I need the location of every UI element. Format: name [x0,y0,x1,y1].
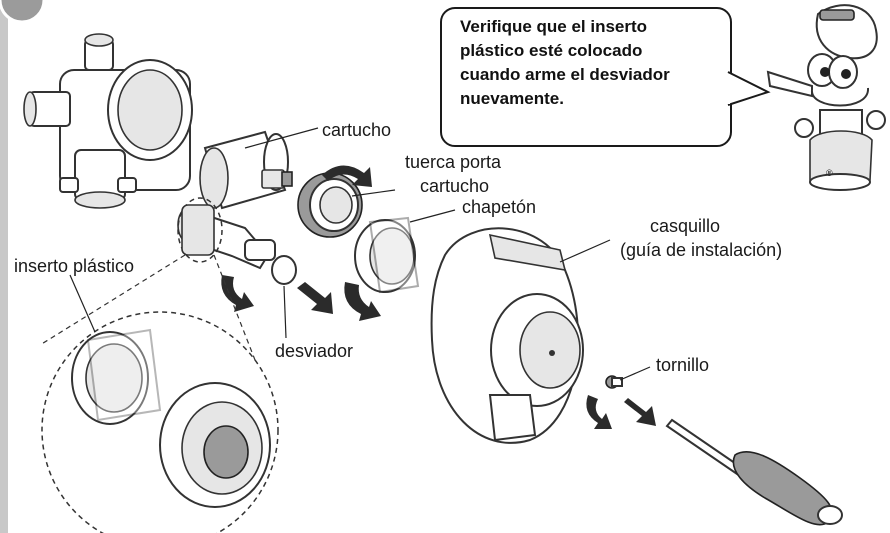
mascot-plumber-icon: ® [766,4,886,191]
rotate-arrow-icon [221,275,254,312]
label-desviador: desviador [275,341,353,361]
label-tornillo: tornillo [656,355,709,375]
screw-icon [605,375,623,389]
label-inserto: inserto plástico [14,256,134,276]
diverter-zoom-icon [159,382,271,508]
plastic-insert-icon [177,197,223,263]
trim-sleeve-icon [430,227,584,444]
callout-line-2: plástico esté colocado [460,41,642,60]
callout-line-1: Verifique que el inserto [460,17,647,36]
callout-line-3: cuando arme el desviador [460,65,670,84]
rotate-arrow-icon [322,165,372,187]
label-cartucho: cartucho [322,120,391,140]
direction-arrow-icon [297,282,333,314]
rotate-arrow-icon [344,282,381,321]
rotate-arrow-icon [586,395,612,429]
corner-badge [0,0,46,24]
cartridge-icon [199,130,293,210]
label-casquillo-2: (guía de instalación) [620,240,782,260]
label-chapeton: chapetón [462,197,536,217]
svg-text:®: ® [826,168,833,178]
callout-pointer [727,71,771,106]
cartridge-nut-icon [297,172,363,238]
direction-arrow-icon [624,398,656,426]
zoom-circle [41,311,279,533]
valve-body-icon [23,33,193,209]
callout-line-4: nuevamente. [460,89,564,108]
escutcheon-ring-icon [354,216,420,294]
label-casquillo-1: casquillo [650,216,720,236]
plastic-insert-zoom-icon [71,328,162,425]
left-frame-bar [0,0,8,533]
screwdriver-icon [665,418,843,526]
label-tuerca-2: cartucho [420,176,489,196]
label-tuerca-1: tuerca porta [405,152,502,172]
